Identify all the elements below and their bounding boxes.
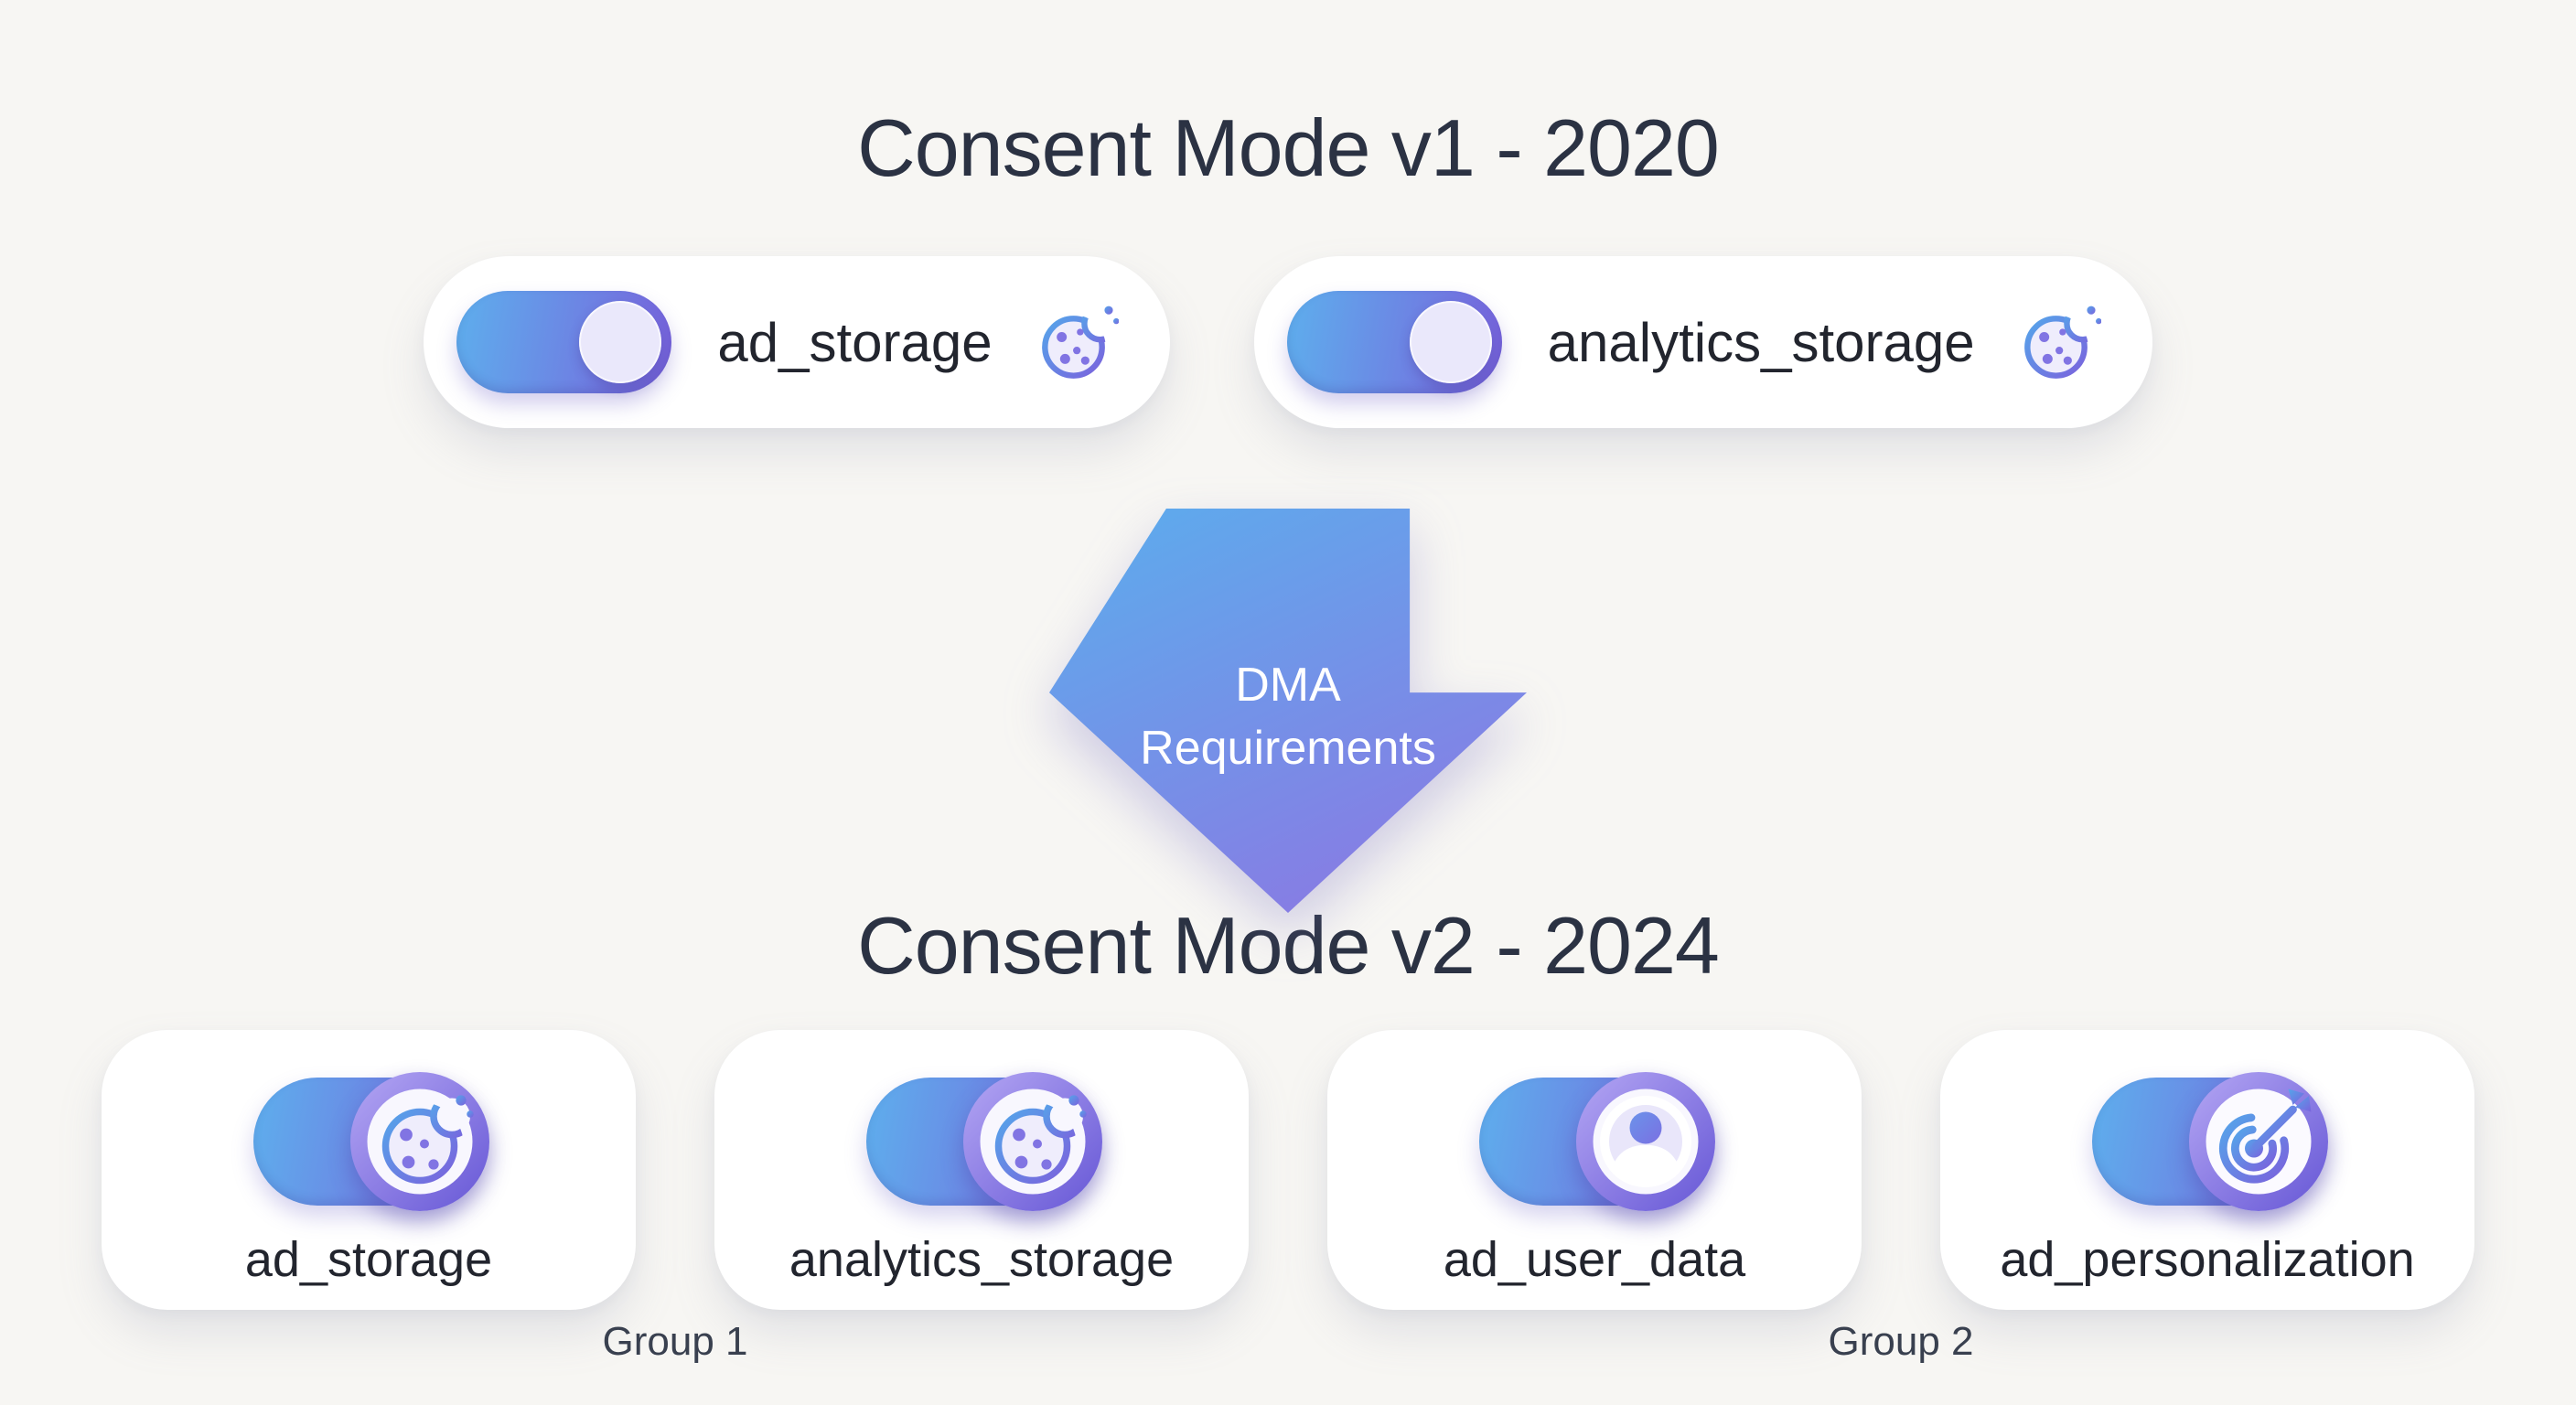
- group-1-label: Group 1: [602, 1319, 748, 1364]
- group-2-cell: Group 2: [1327, 1319, 2474, 1365]
- v2-card-ad-personalization: ad_personalization: [1940, 1030, 2474, 1310]
- toggle-knob-badge: [963, 1072, 1102, 1211]
- ad-storage-toggle-v2[interactable]: [253, 1072, 489, 1211]
- cookie-icon: [367, 1089, 474, 1195]
- v1-card-ad-storage: ad_storage: [424, 256, 1170, 428]
- toggle-knob-badge: [1576, 1072, 1715, 1211]
- dma-arrow: DMA Requirements: [1049, 509, 1527, 913]
- v1-card-row: ad_storage analytics_storage: [424, 256, 2152, 428]
- toggle-knob-badge: [2189, 1072, 2328, 1211]
- cookie-icon: [980, 1089, 1087, 1195]
- v2-card-analytics-storage: analytics_storage: [714, 1030, 1249, 1310]
- consent-type-label: analytics_storage: [1547, 311, 1975, 373]
- v1-card-analytics-storage: analytics_storage: [1253, 256, 2152, 428]
- toggle-knob-badge: [350, 1072, 489, 1211]
- analytics-storage-toggle[interactable]: [1286, 291, 1502, 393]
- target-icon: [2206, 1089, 2312, 1195]
- ad-personalization-toggle[interactable]: [2092, 1072, 2328, 1211]
- v2-title: Consent Mode v2 - 2024: [857, 900, 1720, 991]
- consent-type-label: ad_user_data: [1443, 1232, 1746, 1287]
- v2-card-ad-storage: ad_storage: [102, 1030, 636, 1310]
- dma-arrow-label: DMA Requirements: [1049, 654, 1527, 779]
- consent-type-label: ad_storage: [244, 1232, 493, 1287]
- analytics-storage-toggle-v2[interactable]: [866, 1072, 1102, 1211]
- toggle-knob: [1409, 301, 1492, 383]
- v2-card-row: ad_storage: [102, 1030, 2474, 1310]
- cookie-icon: [2023, 306, 2101, 379]
- dma-arrow-label-line1: DMA: [1235, 659, 1341, 713]
- v2-card-ad-user-data: ad_user_data: [1327, 1030, 1862, 1310]
- consent-type-label: ad_personalization: [2000, 1232, 2415, 1287]
- group-1-cell: Group 1: [102, 1319, 1249, 1365]
- cookie-icon: [1041, 306, 1119, 379]
- ad-storage-toggle[interactable]: [456, 291, 672, 393]
- group-labels-row: Group 1 Group 2: [102, 1319, 2474, 1365]
- user-icon: [1593, 1089, 1699, 1195]
- group-2-label: Group 2: [1828, 1319, 1974, 1364]
- consent-type-label: analytics_storage: [789, 1232, 1175, 1287]
- ad-user-data-toggle[interactable]: [1479, 1072, 1715, 1211]
- toggle-knob: [579, 301, 662, 383]
- v1-title: Consent Mode v1 - 2020: [857, 102, 1720, 193]
- consent-type-label: ad_storage: [717, 311, 993, 373]
- dma-arrow-label-line2: Requirements: [1140, 721, 1436, 775]
